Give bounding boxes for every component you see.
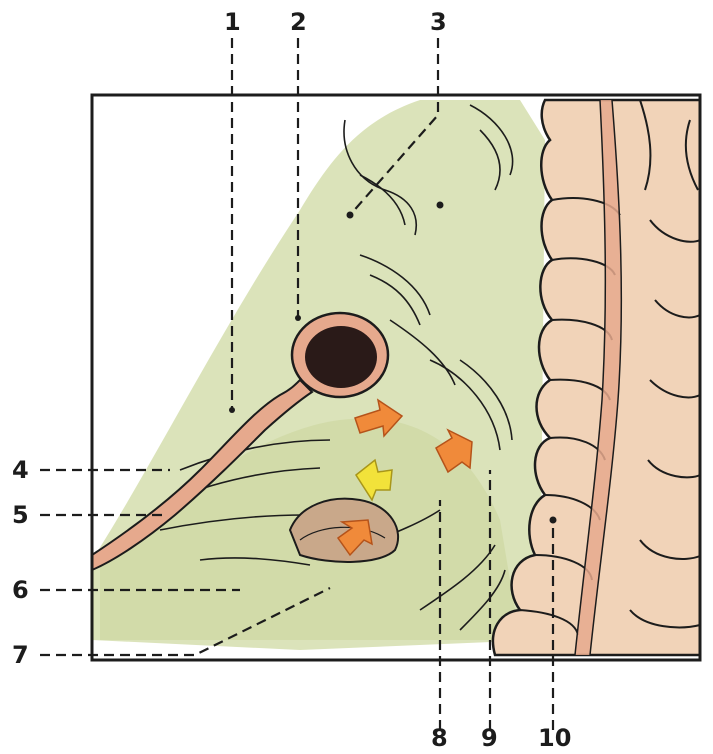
callout-8: 8: [431, 726, 448, 750]
callout-5: 5: [12, 503, 29, 527]
callout-9: 9: [481, 726, 498, 750]
callout-1: 1: [224, 10, 241, 34]
callout-7: 7: [12, 643, 29, 667]
callout-4: 4: [12, 458, 29, 482]
vessel-lumen: [305, 326, 377, 388]
callout-10: 10: [538, 726, 571, 750]
callout-3: 3: [430, 10, 447, 34]
callout-6: 6: [12, 578, 29, 602]
callout-2: 2: [290, 10, 307, 34]
